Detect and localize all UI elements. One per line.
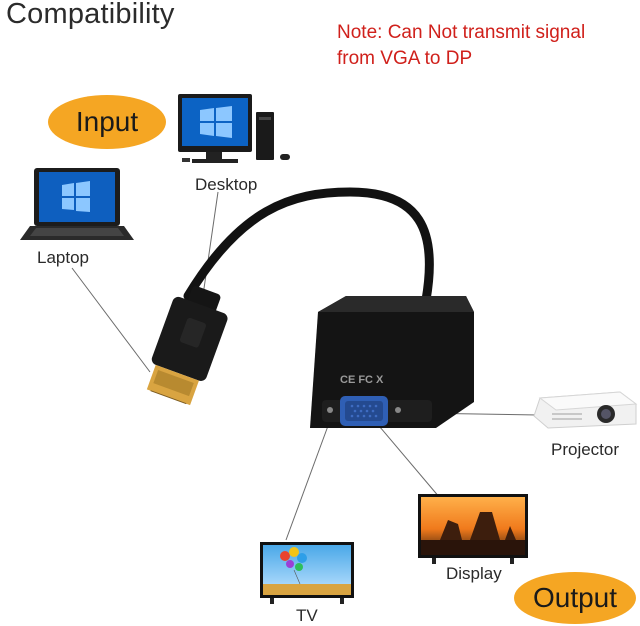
vga-adapter: CE FC X <box>310 296 474 428</box>
display-icon <box>418 494 528 564</box>
desktop-label: Desktop <box>195 175 258 194</box>
laptop-icon <box>20 168 134 240</box>
note-line-1: Note: Can Not transmit signal <box>337 22 586 43</box>
certification-marks: CE FC X <box>340 374 384 386</box>
note-text: Note: Can Not transmit signal from VGA t… <box>337 20 585 72</box>
note-line-2: from VGA to DP <box>337 48 473 69</box>
desktop-icon <box>178 94 290 163</box>
projector-icon <box>533 391 638 429</box>
tv-label: TV <box>296 606 318 625</box>
page-title: Compatibility <box>6 0 175 30</box>
input-badge: Input <box>48 95 166 149</box>
tv-icon <box>260 542 354 604</box>
projector-label: Projector <box>551 440 620 459</box>
output-badge: Output <box>514 572 636 624</box>
cable <box>183 187 434 305</box>
displayport-plug <box>146 286 228 406</box>
laptop-label: Laptop <box>37 248 89 267</box>
display-label: Display <box>446 564 502 583</box>
